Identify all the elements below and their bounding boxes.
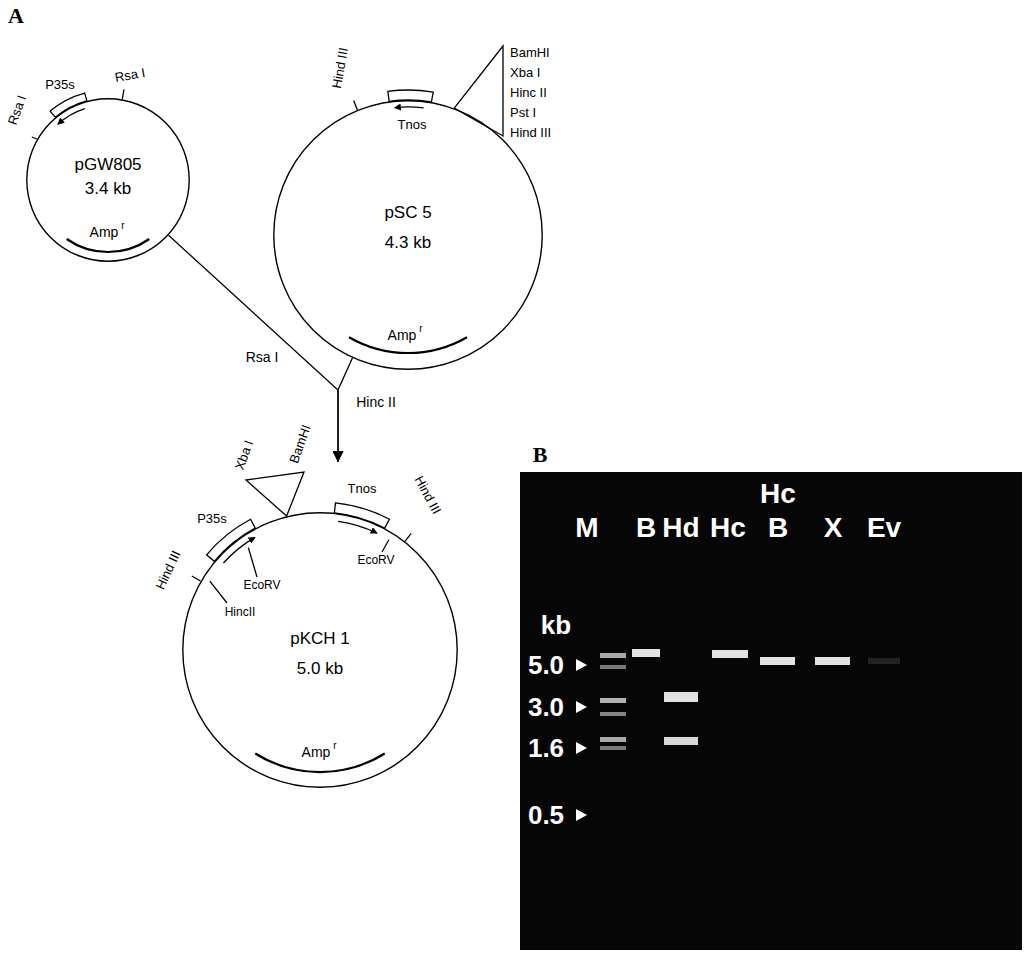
lane-label: X xyxy=(824,514,843,542)
size-marker: 3.0 xyxy=(528,694,564,720)
restriction-site: Hind III xyxy=(510,126,551,139)
size-marker-arrow xyxy=(576,701,587,713)
plasmid-ring xyxy=(27,99,189,261)
gene-label: Amp xyxy=(302,745,331,759)
restriction-site: BamHI xyxy=(287,423,313,465)
size-marker: 0.5 xyxy=(528,802,564,828)
enzyme-label: Rsa I xyxy=(244,350,281,364)
plasmid-size: 4.3 kb xyxy=(273,234,543,251)
plasmid-size: 3.4 kb xyxy=(26,180,190,197)
gel-band xyxy=(632,649,660,657)
gel-band xyxy=(600,665,626,669)
gel-band xyxy=(600,712,626,716)
promoter-arrow xyxy=(223,537,255,563)
terminator-label: Tnos xyxy=(348,482,377,495)
panel-letter: B xyxy=(533,444,548,466)
panel-letter: A xyxy=(8,5,24,27)
restriction-site: EcoRV xyxy=(357,554,394,566)
cloning-arrow xyxy=(338,358,352,462)
plasmid-ring xyxy=(274,101,542,369)
terminator-box xyxy=(334,503,389,528)
restriction-site: Hind III xyxy=(153,549,182,592)
gel-band xyxy=(760,657,795,665)
site-tick xyxy=(32,137,37,139)
gene-superscript: r xyxy=(333,741,336,751)
lane-label: Hc xyxy=(710,514,746,542)
size-marker-arrow xyxy=(576,809,587,821)
size-marker: 5.0 xyxy=(528,652,564,678)
restriction-site: Rsa I xyxy=(114,66,146,84)
enzyme-label: Hinc II xyxy=(354,395,398,409)
amp-gene-arc xyxy=(67,239,150,252)
plasmid-name: pKCH 1 xyxy=(170,630,470,647)
restriction-site: Pst I xyxy=(510,106,536,119)
gel-band xyxy=(868,658,900,664)
size-marker: 1.6 xyxy=(528,735,564,761)
gel-band xyxy=(815,657,850,665)
gene-label: Amp xyxy=(388,328,417,342)
plasmid-size: 5.0 kb xyxy=(170,660,470,677)
terminator-label: Tnos xyxy=(398,118,427,131)
gel-band xyxy=(600,698,626,703)
restriction-site: Hind III xyxy=(330,47,350,90)
restriction-site: Rsa I xyxy=(6,94,29,127)
plasmid-ring xyxy=(183,513,457,787)
gene-superscript: r xyxy=(419,324,422,334)
restriction-site: Hinc II xyxy=(510,86,547,99)
gel-band xyxy=(600,737,626,742)
size-marker-arrow xyxy=(576,742,587,754)
restriction-site: HincII xyxy=(225,606,256,618)
plasmid-name: pSC 5 xyxy=(273,204,543,221)
polylinker-triangle xyxy=(246,472,304,516)
terminator-arrow xyxy=(395,106,424,108)
gel-band xyxy=(664,737,698,745)
leader-line xyxy=(248,548,257,577)
promoter-label: P35s xyxy=(197,512,227,525)
lane-label: M xyxy=(575,514,598,542)
size-marker-arrow xyxy=(576,659,587,671)
promoter-arrow xyxy=(58,109,85,125)
lane-label: Ev xyxy=(867,514,901,542)
promoter-label: P35s xyxy=(45,78,75,91)
gene-superscript: r xyxy=(121,221,124,231)
site-tick xyxy=(405,533,411,541)
site-tick xyxy=(192,576,201,581)
plasmid-name: pGW805 xyxy=(26,156,190,173)
gel-band xyxy=(600,653,626,658)
polylinker-triangle xyxy=(454,46,503,136)
gel-band xyxy=(712,650,748,658)
promoter-box xyxy=(50,93,87,117)
restriction-site: Hind III xyxy=(413,474,444,516)
leader-line xyxy=(382,540,389,552)
lane-label: B xyxy=(768,514,788,542)
axis-unit: kb xyxy=(541,612,571,638)
gel-band xyxy=(664,692,698,702)
gel-image xyxy=(520,472,1022,950)
restriction-site: BamHI xyxy=(510,46,550,59)
site-tick xyxy=(354,101,358,110)
leader-line xyxy=(210,581,227,603)
restriction-site: Xba I xyxy=(233,439,256,472)
site-tick xyxy=(122,89,124,99)
gene-label: Amp xyxy=(90,225,119,239)
gel-band xyxy=(600,746,626,750)
lane-label: Hc xyxy=(760,480,796,508)
lane-label: Hd xyxy=(662,514,699,542)
lane-label: B xyxy=(636,514,656,542)
restriction-site: EcoRV xyxy=(243,579,280,591)
restriction-site: Xba I xyxy=(510,66,540,79)
